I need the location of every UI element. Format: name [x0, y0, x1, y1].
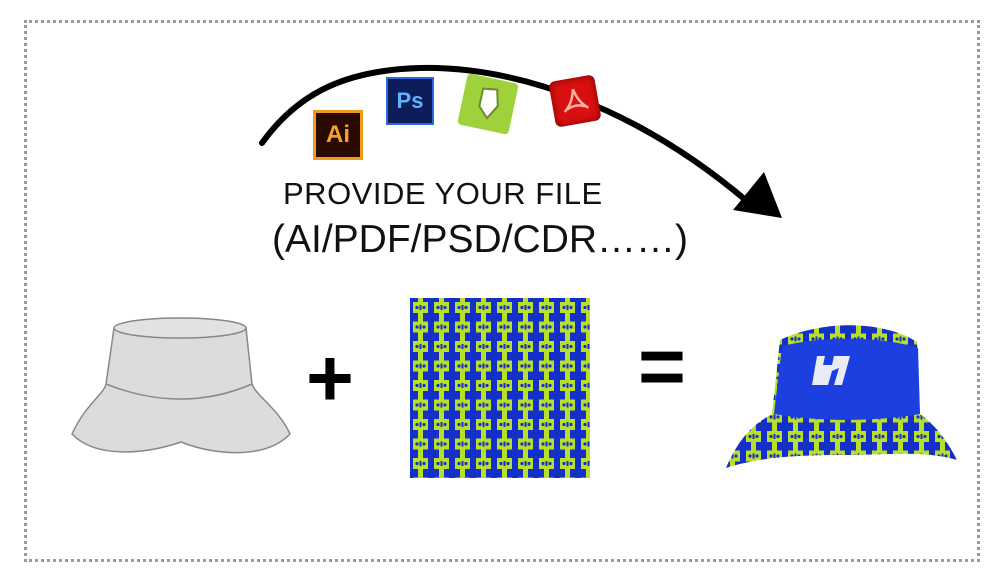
blank-bucket-hat	[71, 317, 291, 454]
photoshop-label: Ps	[396, 88, 424, 113]
arrowhead-icon	[733, 172, 782, 218]
illustrator-label: Ai	[326, 121, 350, 148]
illustrator-icon: Ai	[313, 110, 363, 160]
acrobat-pdf-icon	[548, 74, 602, 128]
photoshop-icon: Ps	[386, 77, 434, 125]
brand-logo	[812, 356, 850, 385]
finished-bucket-hat	[726, 325, 957, 468]
pattern-swatch	[410, 298, 590, 478]
equals-sign: =	[638, 321, 686, 412]
file-formats-text: (AI/PDF/PSD/CDR……)	[272, 218, 689, 261]
provide-file-heading: PROVIDE YOUR FILE	[283, 176, 603, 211]
coreldraw-icon	[457, 73, 519, 135]
plus-sign: +	[306, 333, 354, 424]
dotted-frame	[24, 20, 980, 562]
